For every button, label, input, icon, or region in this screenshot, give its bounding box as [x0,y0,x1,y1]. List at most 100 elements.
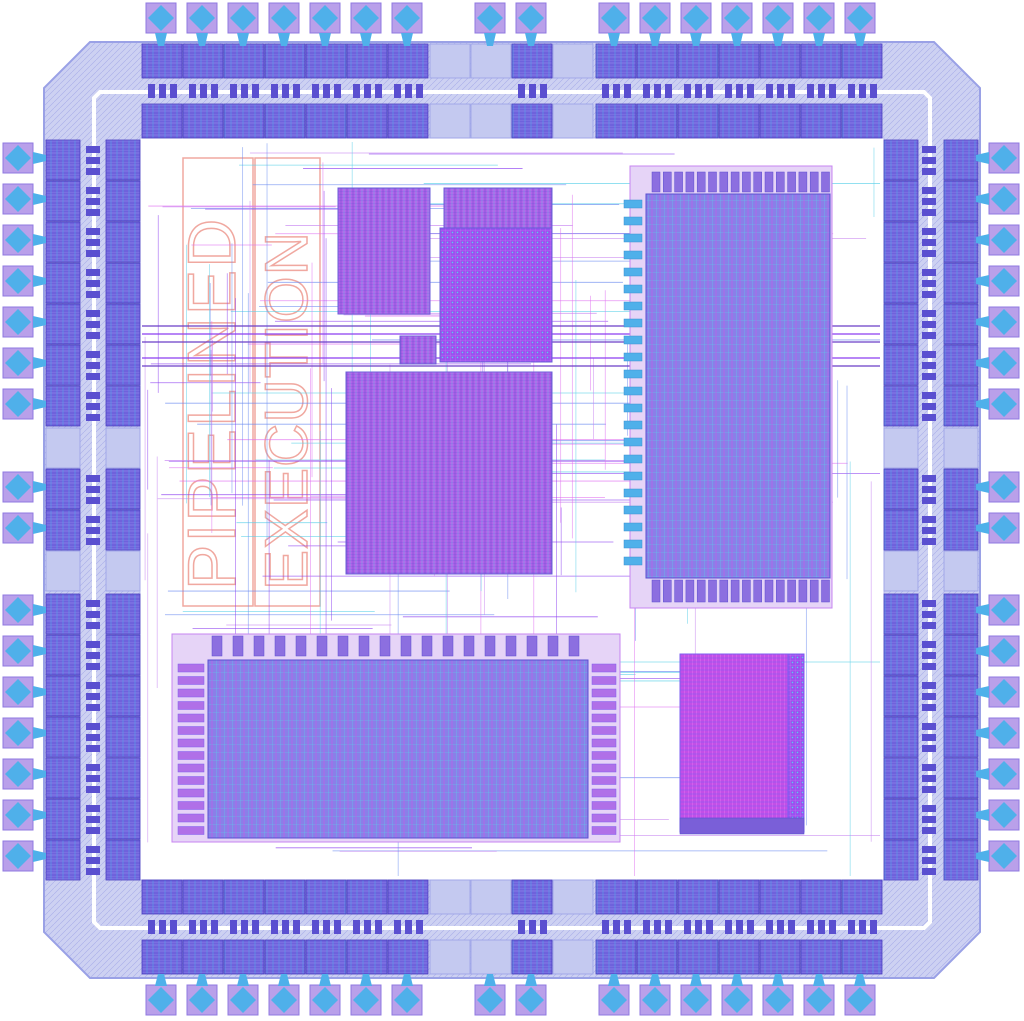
io-cell [105,262,141,304]
io-cell [511,939,553,975]
io-device [818,920,825,934]
row-driver [591,763,617,773]
io-cell [943,839,979,881]
io-cell [264,939,306,975]
io-cell [883,509,919,551]
row-driver [591,776,617,785]
pad-connector [608,33,620,46]
io-device [86,187,100,194]
io-cell [759,879,801,915]
io-device [766,920,773,934]
pad-connector [155,974,167,986]
io-cell [141,103,183,139]
diamond-bond-pad-icon [991,227,1017,253]
diamond-bond-pad-icon [271,987,297,1013]
row-driver [623,522,643,532]
io-device [922,538,936,545]
io-cell [105,757,141,799]
io-device [405,920,412,934]
io-device [86,652,100,659]
io-cell [182,43,224,79]
diamond-bond-pad-icon [5,638,31,664]
pad-connector [976,850,989,862]
io-cell [595,879,637,915]
io-device [282,84,289,98]
io-device [86,857,100,864]
diamond-bond-pad-icon [991,679,1017,705]
io-cell [45,139,81,181]
standard-cell-area [345,371,553,575]
column-driver [708,171,717,193]
row-driver [177,751,205,760]
io-device [86,745,100,752]
io-device [86,209,100,216]
io-cell [759,939,801,975]
io-device [922,611,936,618]
pad-connector [976,193,989,205]
pad-connector [484,33,496,46]
diamond-bond-pad-icon [991,391,1017,417]
logic-block-a [337,187,431,315]
io-cell [883,634,919,676]
diamond-bond-pad-icon [991,268,1017,294]
row-driver [591,713,617,723]
pad-connector [976,275,989,287]
io-device [922,816,936,823]
io-cell [264,103,306,139]
row-driver [591,688,617,698]
io-device [777,84,784,98]
diamond-bond-pad-icon [394,5,420,31]
io-device [922,228,936,235]
io-device [252,84,259,98]
column-driver [484,635,496,657]
diamond-bond-pad-icon [5,515,31,541]
io-device [922,269,936,276]
io-device [654,920,661,934]
column-driver [776,579,785,603]
io-cell [223,103,265,139]
io-cell [141,939,183,975]
io-filler-cell [552,879,594,915]
io-device [859,920,866,934]
row-driver [623,488,643,498]
io-device [86,775,100,782]
io-device [86,332,100,339]
column-driver [295,635,307,657]
io-device [375,84,382,98]
diamond-bond-pad-icon [5,843,31,869]
io-cell [677,939,719,975]
io-device [334,84,341,98]
io-cell [105,798,141,840]
pad-connector [976,152,989,164]
io-device [518,84,525,98]
io-cell [45,839,81,881]
io-device [86,280,100,287]
io-device [540,920,547,934]
column-driver [651,171,661,193]
io-device [613,920,620,934]
row-driver [177,676,205,685]
io-device [282,920,289,934]
diamond-bond-pad-icon [394,987,420,1013]
column-driver [651,579,661,603]
magenta-array-edge [787,653,805,833]
io-cell [45,468,81,510]
diamond-bond-pad-icon [5,309,31,335]
diamond-bond-pad-icon [5,802,31,828]
io-device [684,84,691,98]
diamond-bond-pad-icon [601,987,627,1013]
io-device [529,84,536,98]
io-device [86,827,100,834]
io-device [86,321,100,328]
diamond-bond-pad-icon [5,145,31,171]
io-device [922,786,936,793]
diamond-bond-pad-icon [189,987,215,1013]
io-device [86,682,100,689]
column-driver [211,635,223,657]
io-device [86,641,100,648]
row-driver [623,284,643,294]
io-cell [105,593,141,635]
io-filler-cell [470,43,512,79]
io-device [922,641,936,648]
row-driver [591,813,617,823]
